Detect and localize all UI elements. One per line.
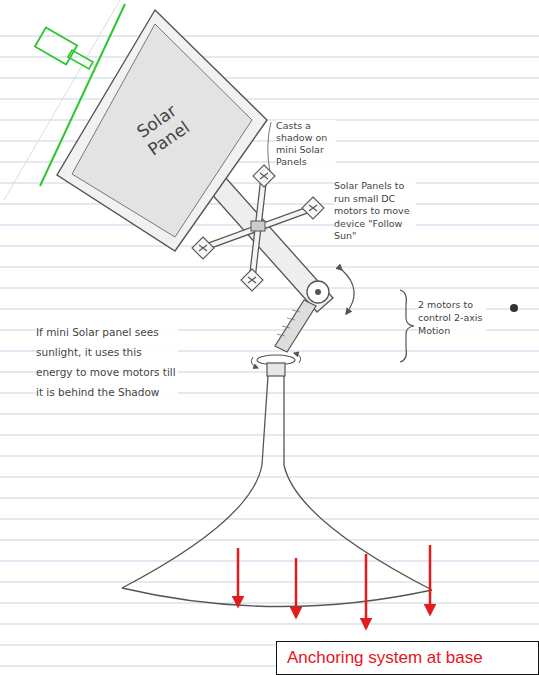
- pivot-motor: [307, 281, 329, 303]
- mini-solar-panel: [241, 269, 263, 291]
- anchor-arrows: [238, 545, 430, 628]
- ruling-line: [0, 57, 539, 58]
- mini-solar-panel: [192, 237, 214, 259]
- ruling-line: [0, 540, 539, 541]
- anchor-arrow: [429, 545, 432, 614]
- panel-cells: [72, 24, 252, 237]
- ruling-line: [0, 78, 539, 79]
- callout-bubble: [268, 122, 271, 172]
- tilt-arrow: [342, 270, 354, 314]
- note-box: Anchoring system at base: [276, 641, 539, 675]
- punch-hole: [510, 304, 518, 312]
- callout-note: Casts a shadow on mini Solar Panels: [276, 120, 336, 168]
- callout-note: Solar Panels to run small DC motors to m…: [334, 180, 416, 243]
- callout-note: 2 motors to control 2-axis Motion: [418, 298, 486, 337]
- ruling-line: [0, 36, 539, 37]
- ruling-line: [0, 204, 539, 205]
- mini-panel-mark: [248, 277, 256, 283]
- ruling-line: [0, 603, 539, 604]
- cross-bar: [252, 176, 264, 280]
- main-solar-panel: Solar Panel: [55, 8, 270, 253]
- base-bottom-edge: [122, 588, 432, 607]
- side-note: If mini Solar panel sees sunlight, it us…: [36, 322, 178, 402]
- panel-frame: [57, 10, 267, 251]
- ruling-line: [0, 120, 539, 121]
- mini-panel-mark: [260, 173, 268, 179]
- cross-bar-outline: [252, 176, 264, 280]
- base-cone: [122, 376, 432, 607]
- anchor-arrow: [237, 548, 240, 606]
- motor-block: [251, 221, 265, 231]
- ruling-line: [0, 624, 539, 625]
- post-hatching: [277, 310, 300, 336]
- anchor-arrow: [295, 558, 298, 617]
- ruling-line: [0, 414, 539, 415]
- green-sensor-mount: [68, 50, 93, 69]
- mini-panel-mark: [199, 245, 207, 251]
- ruling-line: [0, 456, 539, 457]
- rotation-motor: [267, 363, 285, 376]
- pan-arrow: [294, 353, 301, 363]
- ruling-line: [0, 288, 539, 289]
- ruling-line: [0, 519, 539, 520]
- anchor-arrow: [365, 554, 368, 628]
- box-text: Anchoring system at base: [287, 647, 483, 668]
- ruling-line: [0, 561, 539, 562]
- ruling-lines: [0, 36, 539, 666]
- mini-solar-panel: [253, 165, 275, 187]
- mini-solar-panel: [302, 197, 324, 219]
- ruling-line: [0, 498, 539, 499]
- pan-arrow: [251, 357, 258, 368]
- ruling-line: [0, 267, 539, 268]
- base-left-edge: [122, 376, 268, 588]
- brace: [400, 290, 414, 362]
- mini-panel-mark: [309, 205, 317, 211]
- ruling-line: [0, 582, 539, 583]
- base-right-edge: [284, 376, 432, 590]
- pivot-axle: [315, 289, 321, 295]
- ruling-line: [0, 435, 539, 436]
- fork-post: [275, 300, 316, 352]
- pivot-and-mount: [251, 270, 354, 376]
- ruling-line: [0, 477, 539, 478]
